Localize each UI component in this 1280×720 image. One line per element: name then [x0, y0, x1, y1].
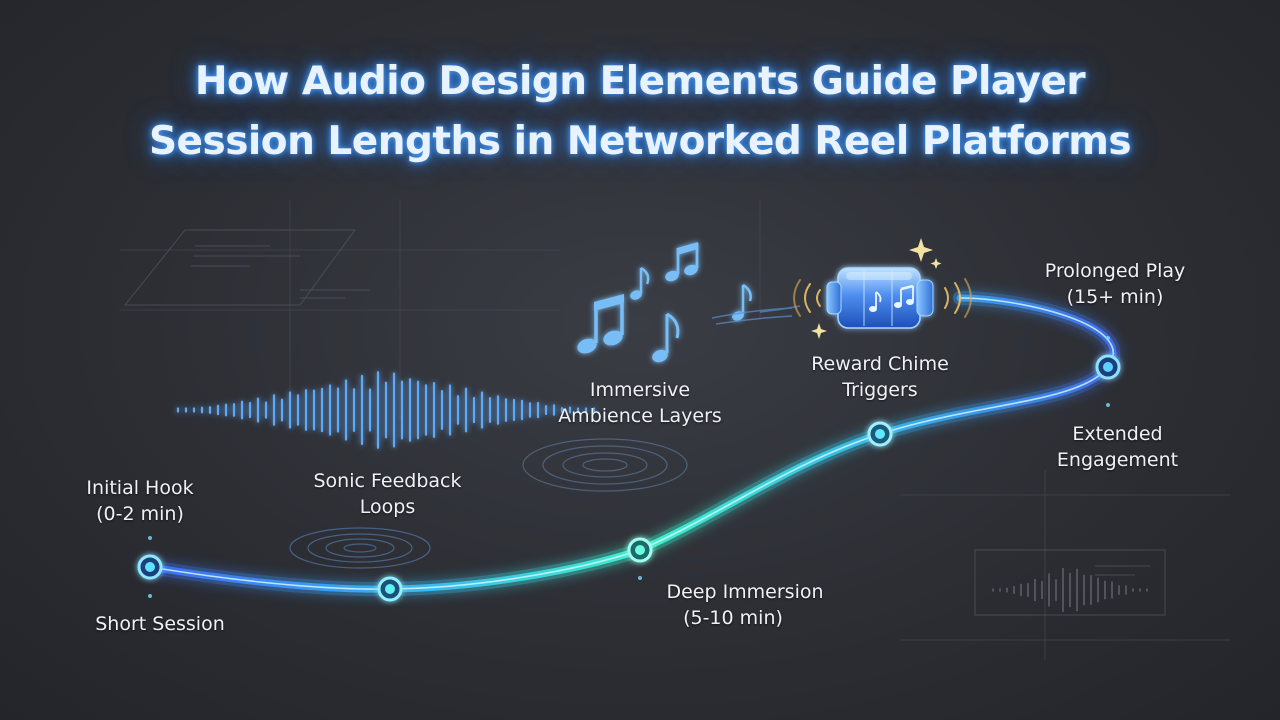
eighth-note-icon-mid [652, 312, 680, 363]
beamed-note-icon [577, 294, 624, 354]
sound-waves-icon [793, 278, 972, 318]
reward-chime-line-2: Triggers [842, 379, 918, 401]
journey-path-highlight [149, 297, 1115, 590]
extended-engagement-line-2: Engagement [1056, 449, 1179, 471]
reward-chime-line-1: Reward Chime [811, 353, 949, 375]
label-immersive-ambience: Immersive Ambience Layers [535, 377, 745, 429]
node-dots [148, 336, 1110, 598]
eighth-note-icon-trail [732, 283, 752, 321]
sonic-feedback-line-1: Sonic Feedback [313, 470, 462, 492]
ripple-rings-icon [289, 527, 431, 569]
note-trail-icon [711, 305, 801, 325]
music-notes-icon [577, 242, 752, 363]
eighth-note-icon [630, 266, 650, 300]
sparkle-icon [811, 238, 942, 339]
ripple-rings-icon-ambience [522, 438, 688, 492]
waveform-icon [176, 371, 596, 449]
deep-immersion-line-2: (5-10 min) [683, 607, 783, 629]
immersive-ambience-line-2: Ambience Layers [558, 405, 722, 427]
page-title: How Audio Design Elements Guide Player S… [0, 52, 1280, 172]
background-waveform-icon [992, 568, 1148, 612]
extended-engagement-line-1: Extended [1072, 423, 1163, 445]
label-short-session: Short Session [70, 611, 250, 637]
prolonged-play-line-2: (15+ min) [1066, 286, 1164, 308]
sonic-feedback-line-2: Loops [359, 496, 416, 518]
label-extended-engagement: Extended Engagement [1030, 421, 1205, 473]
node-extended-engagement [867, 421, 893, 447]
background-panel-left [123, 229, 370, 306]
node-deep-immersion [627, 537, 653, 563]
initial-hook-line-1: Initial Hook [86, 477, 194, 499]
background-panel-right [974, 549, 1166, 616]
prolonged-play-line-1: Prolonged Play [1044, 260, 1186, 282]
label-initial-hook: Initial Hook (0-2 min) [60, 475, 220, 527]
node-initial-hook [137, 554, 163, 580]
title-line-1: How Audio Design Elements Guide Player [194, 59, 1086, 104]
label-sonic-feedback: Sonic Feedback Loops [285, 468, 490, 520]
title-line-2: Session Lengths in Networked Reel Platfo… [148, 119, 1132, 164]
deep-immersion-line-1: Deep Immersion [666, 581, 824, 603]
beamed-note-icon-small [665, 242, 699, 282]
label-reward-chime: Reward Chime Triggers [785, 351, 975, 403]
immersive-ambience-line-1: Immersive [589, 379, 691, 401]
initial-hook-line-2: (0-2 min) [96, 503, 184, 525]
reel-cylinder-icon [825, 267, 934, 329]
node-sonic-feedback [377, 576, 403, 602]
label-deep-immersion: Deep Immersion (5-10 min) [640, 579, 850, 631]
short-session-text: Short Session [95, 613, 225, 635]
node-prolonged-play [1095, 354, 1121, 380]
label-prolonged-play: Prolonged Play (15+ min) [1030, 258, 1200, 310]
